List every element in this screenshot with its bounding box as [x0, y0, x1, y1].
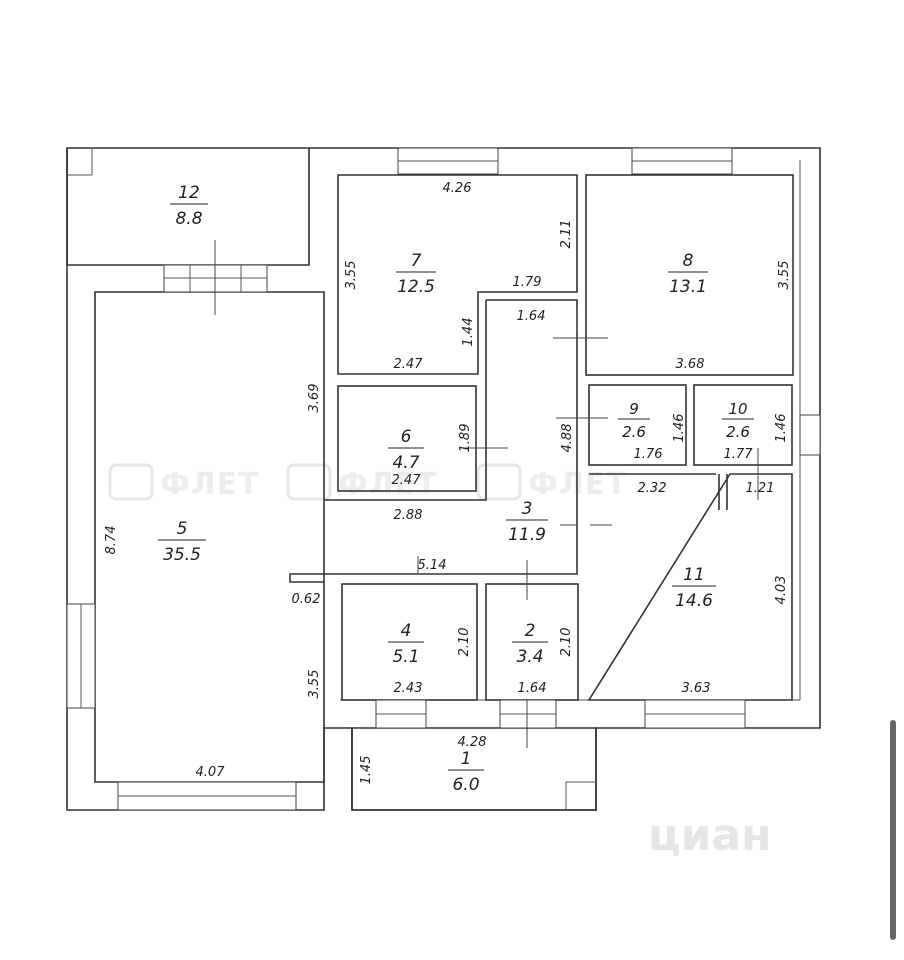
svg-text:0.62: 0.62 — [292, 592, 321, 607]
svg-text:3.55: 3.55 — [777, 261, 792, 290]
svg-text:2.47: 2.47 — [392, 473, 422, 488]
room-9-outline — [588, 384, 687, 466]
svg-text:8.74: 8.74 — [104, 526, 119, 555]
svg-text:2.11: 2.11 — [559, 220, 574, 249]
svg-text:1.46: 1.46 — [672, 414, 687, 443]
svg-text:2.6: 2.6 — [726, 423, 750, 441]
room-3-outline — [289, 299, 578, 583]
svg-text:1.64: 1.64 — [518, 681, 547, 696]
svg-text:4: 4 — [401, 621, 412, 641]
svg-text:8: 8 — [683, 251, 694, 271]
svg-text:14.6: 14.6 — [675, 591, 713, 611]
svg-text:ФЛЕТ: ФЛЕТ — [160, 467, 260, 502]
svg-text:4.88: 4.88 — [560, 424, 575, 453]
room-6-outline — [337, 385, 477, 492]
room-7-label: 7 12.5 — [396, 251, 436, 297]
svg-text:4.28: 4.28 — [458, 735, 487, 750]
svg-text:8.8: 8.8 — [175, 209, 202, 229]
room-6-label: 6 4.7 — [388, 427, 424, 473]
svg-text:12: 12 — [178, 183, 200, 203]
svg-text:4.03: 4.03 — [774, 576, 789, 605]
svg-text:10: 10 — [728, 400, 747, 418]
svg-text:2: 2 — [525, 621, 536, 641]
room-5-outline — [94, 291, 325, 783]
svg-text:2.10: 2.10 — [457, 628, 472, 657]
windows — [66, 147, 821, 811]
svg-text:1.45: 1.45 — [359, 756, 374, 785]
room-7-outline — [337, 174, 578, 375]
svg-text:циан: циан — [648, 810, 772, 861]
svg-text:3.55: 3.55 — [344, 261, 359, 290]
room-8-outline — [585, 174, 794, 376]
svg-text:5.1: 5.1 — [392, 647, 419, 667]
svg-text:35.5: 35.5 — [163, 545, 201, 565]
svg-text:1.89: 1.89 — [458, 424, 473, 453]
room-12-outline — [66, 148, 310, 266]
svg-text:6.0: 6.0 — [452, 775, 479, 795]
room-2-label: 2 3.4 — [512, 621, 548, 667]
door-marks — [214, 240, 759, 748]
svg-text:2.6: 2.6 — [622, 423, 646, 441]
room-1-label: 1 6.0 — [448, 749, 484, 795]
room-11-outline — [587, 473, 793, 701]
cian-watermark: циан — [648, 810, 772, 861]
scrollbar[interactable] — [890, 720, 896, 940]
svg-text:11.9: 11.9 — [508, 525, 546, 545]
room-8-label: 8 13.1 — [668, 251, 708, 297]
svg-text:9: 9 — [629, 400, 639, 418]
room-12-label: 12 8.8 — [170, 183, 208, 229]
svg-text:3.4: 3.4 — [516, 647, 543, 667]
svg-text:1.77: 1.77 — [724, 447, 754, 462]
svg-text:7: 7 — [411, 251, 422, 271]
svg-text:5.14: 5.14 — [418, 558, 447, 573]
svg-text:11: 11 — [683, 565, 705, 585]
svg-text:3: 3 — [522, 499, 533, 519]
svg-text:1.46: 1.46 — [774, 414, 789, 443]
bti-watermark: ФЛЕТ ФЛЕТ ФЛЕТ — [108, 463, 628, 502]
room-3-label: 3 11.9 — [506, 499, 548, 545]
room-5-label: 5 35.5 — [158, 519, 206, 565]
svg-text:4.07: 4.07 — [196, 765, 226, 780]
svg-text:1.64: 1.64 — [517, 309, 546, 324]
svg-text:1.44: 1.44 — [461, 318, 476, 347]
svg-text:2.88: 2.88 — [394, 508, 423, 523]
room-4-label: 4 5.1 — [388, 621, 424, 667]
svg-text:4.7: 4.7 — [392, 453, 419, 473]
svg-text:2.10: 2.10 — [559, 628, 574, 657]
svg-text:2.43: 2.43 — [394, 681, 423, 696]
svg-text:1.21: 1.21 — [746, 481, 775, 496]
svg-text:6: 6 — [401, 427, 412, 447]
svg-text:1.76: 1.76 — [634, 447, 663, 462]
svg-text:4.26: 4.26 — [443, 181, 472, 196]
svg-text:3.69: 3.69 — [307, 384, 322, 413]
svg-text:12.5: 12.5 — [397, 277, 435, 297]
svg-text:3.55: 3.55 — [307, 670, 322, 699]
svg-text:2.47: 2.47 — [394, 357, 424, 372]
svg-text:5: 5 — [177, 519, 188, 539]
room-10-label: 10 2.6 — [722, 400, 754, 441]
room-9-label: 9 2.6 — [618, 400, 650, 441]
svg-text:3.68: 3.68 — [676, 357, 705, 372]
room-11-label: 11 14.6 — [672, 565, 716, 611]
dimension-labels: 4.26 2.11 3.55 1.79 1.44 2.47 1.64 3.55 … — [104, 181, 792, 784]
svg-text:2.32: 2.32 — [638, 481, 667, 496]
svg-text:13.1: 13.1 — [669, 277, 707, 297]
svg-text:1.79: 1.79 — [513, 275, 542, 290]
svg-text:ФЛЕТ: ФЛЕТ — [528, 467, 628, 502]
room-10-outline — [693, 384, 793, 466]
svg-text:ФЛЕТ: ФЛЕТ — [338, 467, 438, 502]
svg-text:1: 1 — [461, 749, 472, 769]
svg-text:3.63: 3.63 — [682, 681, 711, 696]
